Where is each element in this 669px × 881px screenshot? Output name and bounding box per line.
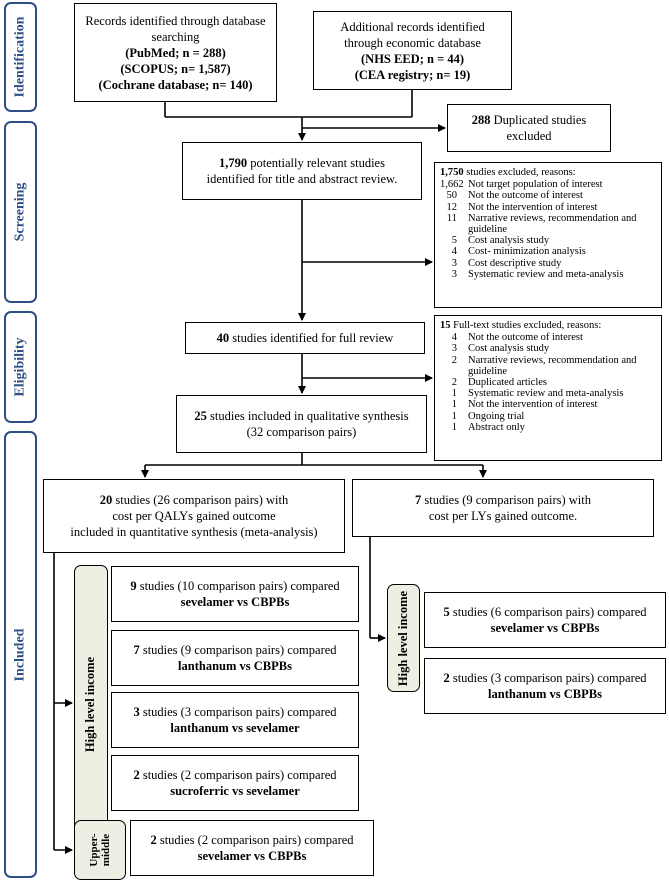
qaly-comparison-sucroferric-sevelamer: 2 studies (2 comparison pairs) compared … [111,755,359,811]
qaly-upper-comparison-sevelamer-cbpbs: 2 studies (2 comparison pairs) compared … [130,820,374,876]
qaly-line1: 20 studies (26 comparison pairs) with [99,493,289,507]
screening-exclusions-header: 1,750 studies excluded, reasons: [440,167,576,178]
upper-middle-income-label: Upper-middle [88,833,112,867]
economic-line1: Additional records identified [340,19,485,34]
fulltext-exclusions-box: 15 Full-text studies excluded, reasons: … [434,315,662,461]
qaly-high-income-label: High level income [83,656,98,752]
qaly-outcome-box: 20 studies (26 comparison pairs) with co… [43,479,345,553]
screened-line2: identified for title and abstract review… [206,172,398,186]
ly-high-income-label: High level income [396,590,410,686]
ly-comparison-sevelamer-cbpbs: 5 studies (6 comparison pairs) compared … [424,592,666,648]
comparison-line1: 2 studies (2 comparison pairs) compared [133,768,337,782]
database-scopus: (SCOPUS; n= 1,587) [120,61,231,76]
stage-included-label: Included [12,628,28,681]
stage-identification: Identification [4,2,37,112]
qaly-comparison-lanthanum-cbpbs: 7 studies (9 comparison pairs) compared … [111,630,359,686]
duplicates-excluded-box: 288 Duplicated studies excluded [447,104,611,152]
economic-records-box: Additional records identified through ec… [313,11,512,90]
comparison-line1: 2 studies (3 comparison pairs) compared [443,671,647,685]
stage-eligibility: Eligibility [4,311,37,423]
comparison-line1: 3 studies (3 comparison pairs) compared [133,705,337,719]
screened-studies-box: 1,790 potentially relevant studies ident… [182,142,422,200]
database-cochrane: (Cochrane database; n= 140) [98,77,253,92]
upper-middle-income-tag: Upper-middle [74,820,126,880]
stage-screening: Screening [4,121,37,303]
comparison-line1: 9 studies (10 comparison pairs) compared [130,579,340,593]
database-records-box: Records identified through database sear… [74,3,277,102]
comparison-line2: sevelamer vs CBPBs [490,621,600,635]
qualitative-line2: (32 comparison pairs) [246,425,357,439]
economic-line2: through economic database [344,35,481,50]
qualitative-synthesis-box: 25 studies included in qualitative synth… [176,395,427,453]
list-item: 1 Not the intervention of interest [451,399,598,411]
economic-cea: (CEA registry; n= 19) [354,67,471,82]
stage-included: Included [4,431,37,878]
stage-eligibility-label: Eligibility [12,337,28,397]
comparison-line2: sevelamer vs CBPBs [180,595,290,609]
ly-line2: cost per LYs gained outcome. [428,509,578,523]
database-line1: Records identified through database [85,13,266,28]
ly-outcome-box: 7 studies (9 comparison pairs) with cost… [352,479,654,537]
comparison-line1: 7 studies (9 comparison pairs) compared [133,643,337,657]
full-review-line: 40 studies identified for full review [216,331,394,345]
database-line2: searching [151,29,200,44]
qaly-line3: included in quantitative synthesis (meta… [70,525,318,539]
duplicates-line2: excluded [506,129,552,143]
stage-identification-label: Identification [12,16,28,98]
economic-nhs: (NHS EED; n = 44) [361,51,464,66]
qaly-comparison-sevelamer-cbpbs: 9 studies (10 comparison pairs) compared… [111,566,359,622]
comparison-line2: lanthanum vs CBPBs [178,659,292,673]
qualitative-line1: 25 studies included in qualitative synth… [194,409,409,423]
database-pubmed: (PubMed; n = 288) [125,45,226,60]
full-review-box: 40 studies identified for full review [185,322,425,354]
comparison-line2: sevelamer vs CBPBs [197,849,307,863]
duplicates-line1: 288 Duplicated studies [471,113,587,127]
fulltext-exclusions-header: 15 Full-text studies excluded, reasons: [440,320,602,331]
qaly-comparison-lanthanum-sevelamer: 3 studies (3 comparison pairs) compared … [111,692,359,748]
ly-high-income-tag: High level income [387,584,420,692]
screened-line1: 1,790 potentially relevant studies [219,156,385,170]
comparison-line1: 2 studies (2 comparison pairs) compared [150,833,354,847]
comparison-line2: lanthanum vs CBPBs [488,687,602,701]
qaly-high-income-tag: High level income [74,565,108,843]
ly-line1: 7 studies (9 comparison pairs) with [414,493,591,507]
comparison-line2: sucroferric vs sevelamer [170,784,300,798]
comparison-line2: lanthanum vs sevelamer [170,721,300,735]
stage-screening-label: Screening [12,182,28,242]
comparison-line1: 5 studies (6 comparison pairs) compared [443,605,647,619]
qaly-line2: cost per QALYs gained outcome [112,509,276,523]
ly-comparison-lanthanum-cbpbs: 2 studies (3 comparison pairs) compared … [424,658,666,714]
